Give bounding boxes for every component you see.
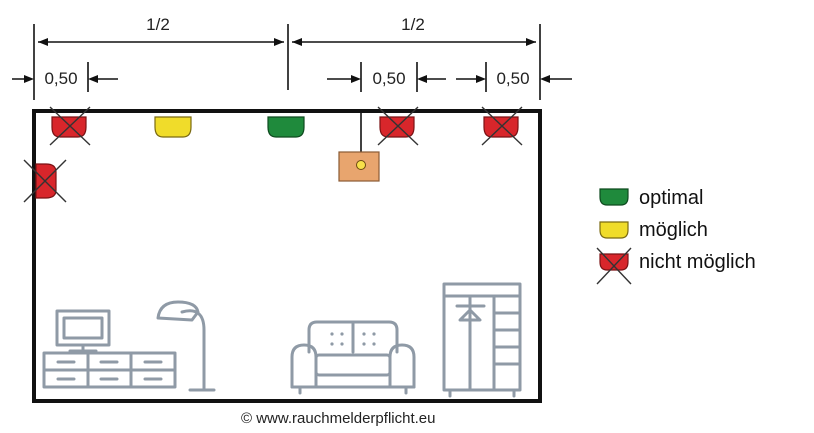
wardrobe: [442, 282, 522, 398]
dimension-lines: [12, 24, 572, 100]
floor-lamp: [156, 300, 216, 392]
dimension-half-left-label: 1/2: [146, 15, 170, 34]
detector-not-possible-wall: [23, 159, 67, 203]
legend-label-optimal: optimal: [639, 187, 703, 209]
legend-item-possible: möglich: [599, 219, 708, 241]
legend-swatch-possible: [599, 221, 629, 239]
legend-item-optimal: optimal: [599, 187, 703, 209]
dimension-gap-right-wall-label: 0,50: [496, 69, 529, 88]
dimension-half-right-label: 1/2: [401, 15, 425, 34]
detector-not-possible-left-corner: [49, 106, 91, 146]
detector-possible: [154, 116, 192, 138]
detector-optimal: [267, 116, 305, 138]
ceiling-lamp: [338, 113, 380, 182]
detector-not-possible-near-lamp: [377, 106, 419, 146]
legend-swatch-optimal: [599, 188, 629, 206]
copyright-credit: © www.rauchmelderpflicht.eu: [241, 410, 435, 427]
room-outline: [32, 109, 542, 403]
dimension-arrowheads: [24, 38, 550, 83]
sofa: [290, 320, 416, 395]
dimension-gap-lamp-label: 0,50: [372, 69, 405, 88]
tv-sideboard: [42, 309, 177, 389]
legend-label-not-possible: nicht möglich: [639, 251, 756, 273]
legend-item-not-possible: nicht möglich: [596, 247, 756, 285]
legend-label-possible: möglich: [639, 219, 708, 241]
detector-not-possible-right-corner: [481, 106, 523, 146]
legend: optimal möglich nicht möglich: [596, 187, 756, 285]
dimension-gap-left-wall-label: 0,50: [44, 69, 77, 88]
